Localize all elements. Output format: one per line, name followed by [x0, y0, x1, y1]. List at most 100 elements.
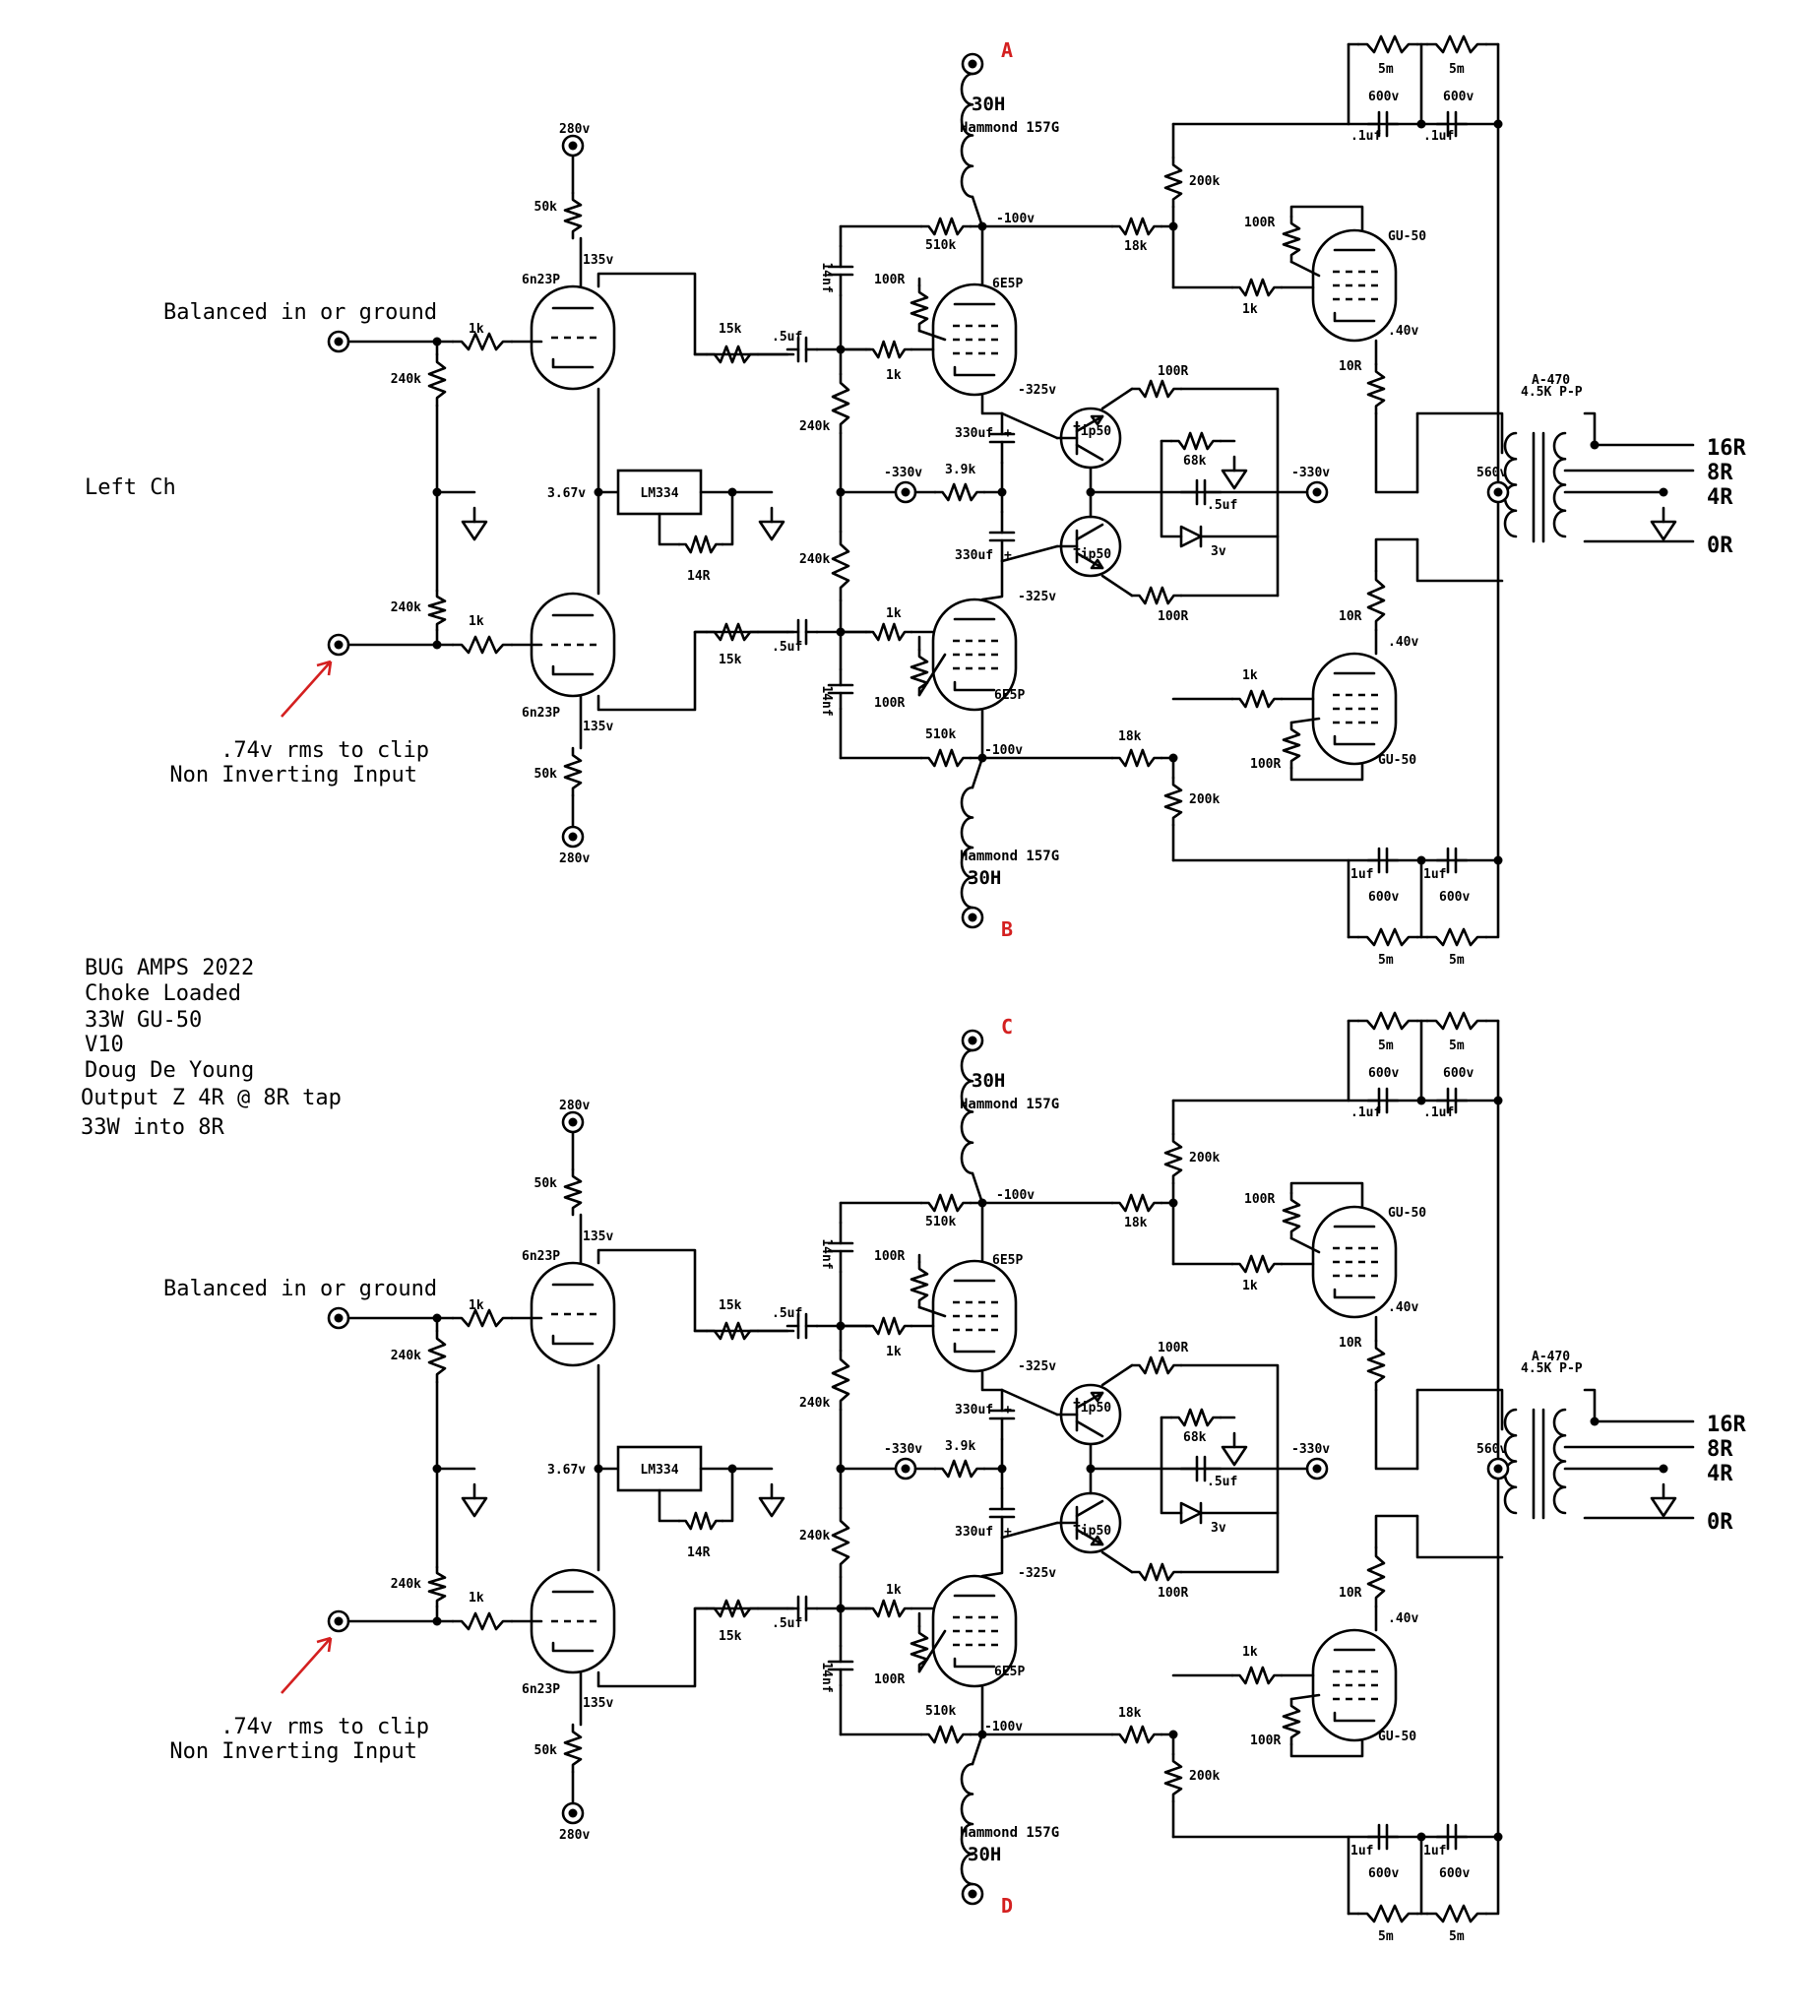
wire	[1289, 717, 1321, 724]
wire	[721, 1467, 734, 1523]
resistor-symbol	[451, 332, 514, 351]
tap-16r: 16R	[1707, 1413, 1746, 1437]
resistor-symbol	[1169, 1408, 1223, 1427]
note-line-5: Doug De Young	[85, 1058, 254, 1083]
r-240k-top: 240k	[391, 372, 421, 387]
r-18k-top: 18k	[1124, 1216, 1148, 1230]
junction-dot	[1493, 1096, 1503, 1105]
c-5uf-bias: .5uf	[1207, 1475, 1237, 1489]
resistor-symbol	[1356, 34, 1419, 54]
v-40-bottom: .40v	[1388, 635, 1418, 650]
wire	[988, 531, 1016, 542]
wire	[1075, 551, 1104, 570]
resistor-symbol	[864, 1316, 913, 1336]
junction-dot	[568, 1808, 578, 1818]
tube-6n23p-bottom: 6n23P	[522, 706, 560, 721]
resistor-symbol	[910, 1260, 929, 1309]
resistor-symbol	[1110, 748, 1163, 768]
resistor-symbol	[919, 217, 973, 236]
c-14nf-top: 14nf	[819, 1238, 834, 1269]
lm334-label: LM334	[640, 486, 678, 501]
ground-icon	[1221, 469, 1248, 490]
r-5m-top-1: 5m	[1378, 1039, 1394, 1053]
v-135-bottom: 135v	[583, 1696, 613, 1711]
c-1uf-bottom-2: 1uf	[1423, 1844, 1446, 1858]
wire	[796, 1312, 808, 1340]
tap-8r: 8R	[1707, 461, 1733, 485]
wire	[796, 1595, 808, 1622]
c-330uf-top: 330uf	[955, 426, 993, 441]
junction-dot	[1312, 1464, 1322, 1474]
resistor-symbol	[563, 191, 583, 240]
triode-tube-icon	[530, 284, 616, 391]
choke-inductor-icon	[960, 1048, 974, 1175]
wire	[1446, 1087, 1458, 1114]
wire	[971, 1171, 984, 1205]
plus-top: +	[1004, 426, 1012, 441]
v-330-right: -330v	[1291, 1442, 1330, 1457]
r-15k-bottom: 15k	[719, 653, 742, 667]
resistor-symbol	[451, 635, 514, 655]
wire	[1160, 490, 1183, 538]
wire	[1333, 311, 1376, 323]
v-367: 3.67v	[547, 486, 586, 501]
pentode-tube-icon	[1311, 652, 1398, 766]
wire	[1377, 110, 1389, 138]
xfmr-a470: A-470	[1532, 1350, 1570, 1364]
wire	[1075, 1391, 1104, 1410]
resistor-symbol	[1230, 278, 1284, 297]
r-gu50-screen-top: 100R	[1244, 1192, 1275, 1207]
pentode-tube-icon	[1311, 228, 1398, 343]
note-line-3: 33W GU-50	[85, 1008, 202, 1033]
wire	[827, 1241, 854, 1253]
c-5uf-top: .5uf	[772, 330, 802, 345]
wire	[1347, 1019, 1423, 1102]
junction-dot	[1590, 1417, 1600, 1426]
wire	[1374, 1388, 1419, 1471]
wire	[1195, 1455, 1207, 1482]
r-510k-bottom: 510k	[925, 1704, 956, 1719]
note-line-7: 33W into 8R	[81, 1115, 224, 1140]
wire	[971, 195, 984, 228]
wire	[658, 512, 681, 546]
wire	[1374, 411, 1419, 494]
tip50-top: Tip50	[1073, 1401, 1111, 1416]
r-14r: 14R	[687, 569, 711, 584]
junction-dot	[1416, 855, 1426, 865]
choke-30h-bottom: 30H	[968, 1844, 1001, 1865]
wire	[980, 1369, 1004, 1392]
r-screen-100r-bottom: 100R	[874, 696, 905, 711]
r-39k: 3.9k	[945, 1439, 975, 1454]
resistor-symbol	[1366, 1545, 1386, 1608]
v-40-bottom: .40v	[1388, 1611, 1418, 1626]
r-510k-top: 510k	[925, 1215, 956, 1229]
choke-name-bottom: Hammond 157G	[960, 849, 1059, 864]
resistor-symbol	[864, 622, 913, 642]
v-600-bottom-2: 600v	[1439, 890, 1470, 905]
wire	[1289, 1738, 1364, 1758]
tap-0r: 0R	[1707, 534, 1733, 558]
r-240k-mid-top: 240k	[799, 1396, 830, 1411]
junction-dot	[968, 1036, 977, 1045]
junction-dot	[901, 1464, 910, 1474]
resistor-symbol	[1425, 927, 1488, 947]
resistor-symbol	[1169, 431, 1223, 451]
wire	[596, 272, 789, 356]
v-600-bottom-1: 600v	[1368, 1866, 1399, 1881]
junction-dot	[1416, 1096, 1426, 1105]
r-gu50-grid-1k-top: 1k	[1242, 302, 1258, 317]
junction-dot	[334, 1616, 344, 1626]
wire	[658, 1488, 681, 1523]
c-1uf-bottom-1: 1uf	[1350, 867, 1373, 882]
tip50-bottom: Tip50	[1073, 547, 1111, 562]
resistor-symbol	[1425, 1904, 1488, 1923]
input-label-balanced: Balanced in or ground	[163, 1277, 437, 1301]
r-510k-bottom: 510k	[925, 727, 956, 742]
v-600-top-2: 600v	[1443, 1066, 1474, 1081]
xfmr-4k5: 4.5K P-P	[1521, 385, 1583, 400]
wire	[1563, 1388, 1695, 1520]
resistor-symbol	[910, 284, 929, 333]
wire	[1347, 858, 1500, 939]
resistor-symbol	[1130, 1355, 1183, 1375]
r-68k: 68k	[1183, 1430, 1207, 1445]
